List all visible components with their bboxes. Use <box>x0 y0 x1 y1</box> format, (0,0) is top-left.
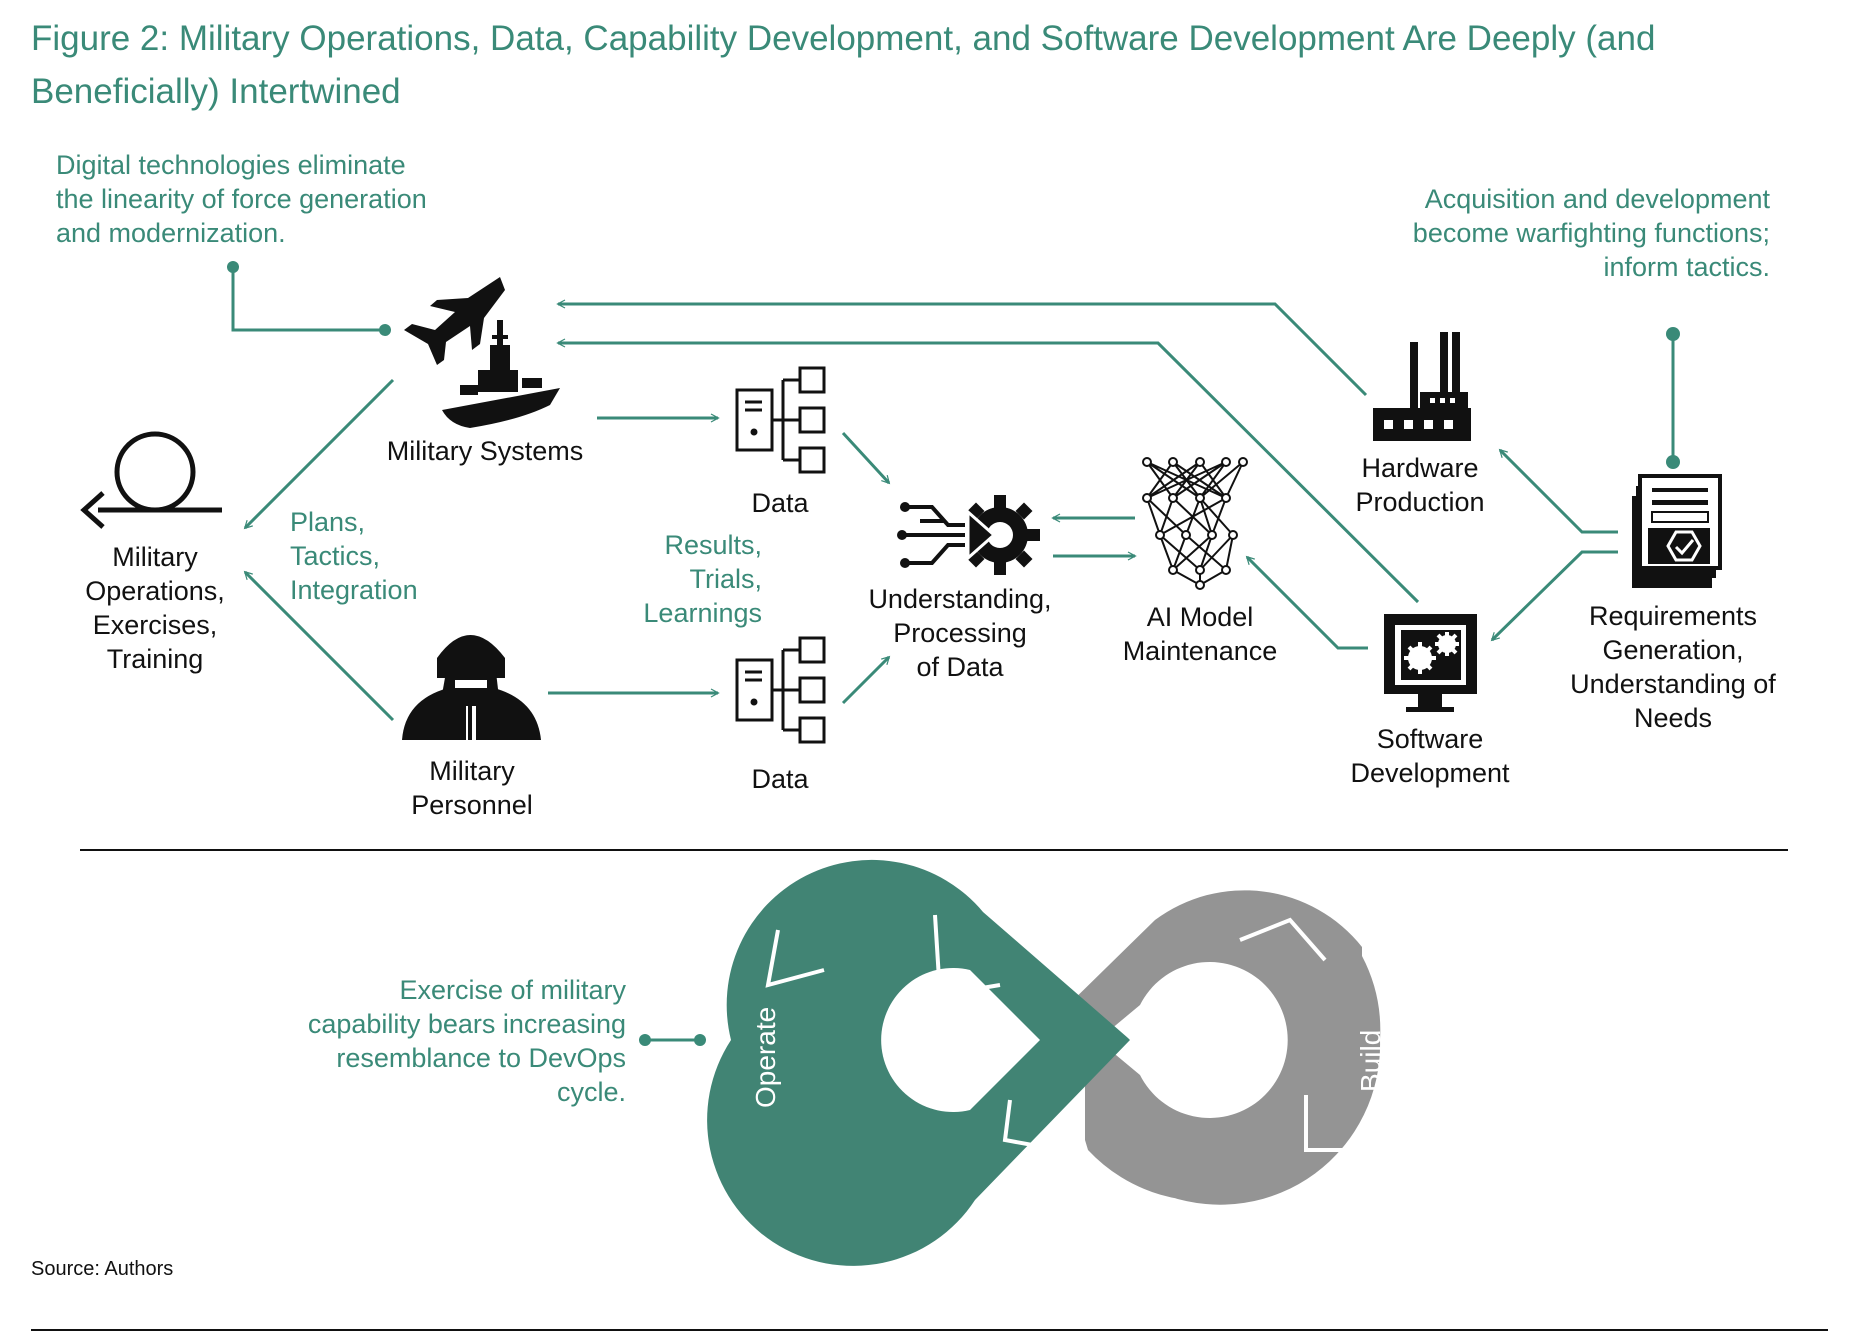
operate-label: Operate <box>750 1007 781 1108</box>
figure-title: Figure 2: Military Operations, Data, Cap… <box>31 12 1731 118</box>
callout-dot <box>379 324 391 336</box>
node-understanding: Understanding, Processing of Data <box>860 582 1060 684</box>
figure-title-line-1: Figure 2: Military Operations, Data, Cap… <box>31 19 1656 58</box>
annotation-line: Integration <box>290 575 418 605</box>
callout-dot <box>639 1034 651 1046</box>
annotation-line: inform tactics. <box>1603 252 1770 282</box>
node-label: Military <box>112 542 198 572</box>
annotation-line: Learnings <box>643 598 762 628</box>
digital-callout-line <box>231 267 385 332</box>
node-label: AI Model <box>1146 602 1254 632</box>
node-software: Software Development <box>1340 722 1520 790</box>
node-data-bottom: Data <box>720 762 840 796</box>
pilot-icon <box>402 635 541 740</box>
arrow-data-to-processing <box>841 655 891 705</box>
node-label: Operations, <box>85 576 225 606</box>
build-label: Build <box>1355 1030 1386 1092</box>
node-military-systems: Military Systems <box>370 434 600 468</box>
annotation-acquisition: Acquisition and development become warfi… <box>1300 182 1770 284</box>
node-military-personnel: Military Personnel <box>382 754 562 822</box>
node-label: Production <box>1355 487 1485 517</box>
annotation-line: Tactics, <box>290 541 381 571</box>
annotation-line: Plans, <box>290 507 366 537</box>
node-label: of Data <box>916 652 1004 682</box>
node-label: Hardware <box>1361 453 1479 483</box>
annotation-line: the linearity of force generation <box>56 184 427 214</box>
node-label: Software <box>1376 724 1484 754</box>
node-label: Personnel <box>411 790 533 820</box>
arrow-requirements-to-hardware <box>1498 448 1618 534</box>
data-tree-icon <box>735 366 826 474</box>
annotation-line: and modernization. <box>56 218 286 248</box>
annotation-results: Results, Trials, Learnings <box>600 528 762 630</box>
node-label: Data <box>751 764 809 794</box>
callout-dot <box>1666 327 1680 341</box>
node-label: Needs <box>1633 703 1713 733</box>
annotation-line: Exercise of military <box>399 975 626 1005</box>
annotation-digital: Digital technologies eliminate the linea… <box>56 148 427 250</box>
annotation-line: Trials, <box>689 564 763 594</box>
annotation-plans: Plans, Tactics, Integration <box>290 505 418 607</box>
node-label: Data <box>751 488 809 518</box>
data-processing-icon <box>897 495 1040 575</box>
annotation-line: Results, <box>664 530 762 560</box>
computer-gears-icon <box>1384 614 1477 712</box>
node-data-top: Data <box>720 486 840 520</box>
arrow-systems-to-ops <box>243 378 395 530</box>
node-label: Military Systems <box>386 436 584 466</box>
arrow-requirements-to-software <box>1490 550 1618 642</box>
annotation-line: cycle. <box>556 1077 626 1107</box>
annotation-exercise: Exercise of military capability bears in… <box>260 973 626 1109</box>
node-label: Development <box>1350 758 1510 788</box>
node-label: Exercises, <box>92 610 218 640</box>
factory-icon <box>1373 332 1471 441</box>
node-label: Maintenance <box>1122 636 1278 666</box>
annotation-line: Digital technologies eliminate <box>56 150 406 180</box>
node-label: Generation, <box>1602 635 1744 665</box>
loop-arrow-icon <box>80 431 222 529</box>
annotation-line: capability bears increasing <box>307 1009 626 1039</box>
node-label: Requirements <box>1588 601 1758 631</box>
arrow-software-to-ai <box>1245 555 1368 650</box>
callout-dot <box>694 1034 706 1046</box>
node-label: Training <box>106 644 204 674</box>
operate-loop-inner <box>881 968 1040 1112</box>
node-label: Understanding, <box>868 584 1052 614</box>
figure-title-line-2: Beneficially) Intertwined <box>31 72 401 111</box>
callout-dot <box>227 261 239 273</box>
jet-and-ship-icon <box>404 277 560 428</box>
arrow-data-to-processing <box>841 431 891 485</box>
arrow-software-to-systems <box>556 338 1420 604</box>
requirements-document-icon <box>1632 474 1722 588</box>
callout-dot <box>1666 455 1680 469</box>
node-label: Understanding of <box>1570 669 1776 699</box>
node-label: Military <box>429 756 515 786</box>
annotation-line: become warfighting functions; <box>1412 218 1770 248</box>
build-loop-inner <box>1098 962 1288 1118</box>
node-hardware: Hardware Production <box>1340 451 1500 519</box>
node-requirements: Requirements Generation, Understanding o… <box>1560 599 1786 735</box>
neural-network-icon <box>1142 457 1248 590</box>
data-tree-icon <box>735 636 826 744</box>
node-ai-model: AI Model Maintenance <box>1110 600 1290 668</box>
arrow-personnel-to-ops <box>243 570 395 722</box>
node-military-operations: Military Operations, Exercises, Training <box>60 540 250 676</box>
connector-arrows <box>227 261 1680 1046</box>
source-note: Source: Authors <box>31 1258 174 1280</box>
annotation-line: Acquisition and development <box>1424 184 1770 214</box>
devops-loop: Operate Build <box>707 859 1386 1266</box>
node-label: Processing <box>893 618 1027 648</box>
arrow-hardware-to-systems <box>556 299 1368 397</box>
annotation-line: resemblance to DevOps <box>336 1043 626 1073</box>
